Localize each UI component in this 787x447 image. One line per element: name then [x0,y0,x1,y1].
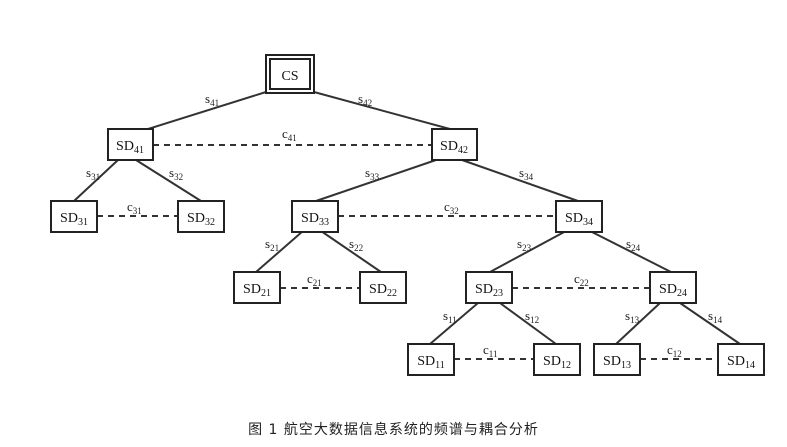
node-sd34: SD34 [555,200,603,233]
node-sd21: SD21 [233,271,281,304]
edge-label-s34: s34 [519,165,534,182]
edge-cs-sd41 [147,91,267,130]
edge-sd33-sd21 [255,230,304,273]
edge-sd23-sd12 [499,302,557,345]
coupling-label-c31: c31 [127,199,142,216]
svg-text:SD11: SD11 [417,354,445,371]
edge-label-s31: s31 [86,165,100,182]
node-sd41: SD41 [107,128,154,161]
edge-sd24-sd13 [615,302,661,345]
svg-text:SD22: SD22 [369,282,397,299]
svg-text:SD32: SD32 [187,211,215,228]
edge-sd34-sd24 [589,230,672,273]
svg-text:SD12: SD12 [543,354,571,371]
coupling-label-c22: c22 [574,271,589,288]
edge-label-s13: s13 [625,308,640,325]
coupling-label-c12: c12 [667,342,682,359]
coupling-label-c11: c11 [483,342,497,359]
edge-label-s24: s24 [626,236,641,253]
svg-text:SD23: SD23 [475,282,503,299]
root-node-inner-border [269,58,311,90]
edge-sd33-sd22 [320,230,382,273]
edge-label-s42: s42 [358,91,372,108]
svg-text:SD21: SD21 [243,282,271,299]
edge-labels: s41 s42 s31 s32 s33 s34 s21 s22 s23 s24 … [86,91,723,325]
coupling-label-c21: c21 [307,271,322,288]
svg-text:SD31: SD31 [60,211,88,228]
edge-label-s11: s11 [443,308,457,325]
edge-label-s14: s14 [708,308,723,325]
edge-label-s12: s12 [525,308,539,325]
edge-cs-sd42 [313,91,451,130]
coupling-label-c41: c41 [282,126,297,143]
edge-sd41-sd31 [73,159,119,202]
edge-label-s23: s23 [517,236,532,253]
node-sd11: SD11 [407,343,455,376]
node-sd12: SD12 [533,343,581,376]
edge-sd41-sd32 [135,159,202,202]
svg-text:SD24: SD24 [659,282,687,299]
node-sd22: SD22 [359,271,407,304]
edge-sd34-sd23 [489,230,567,273]
svg-text:SD34: SD34 [565,211,593,228]
root-node-label: CS [281,69,298,84]
coupling-labels: c41 c31 c32 c21 c22 c11 c12 [127,126,682,359]
node-sd14: SD14 [717,343,765,376]
root-node-outer-border [265,54,315,94]
node-sd32: SD32 [177,200,225,233]
svg-text:SD41: SD41 [116,139,144,156]
node-sd42: SD42 [431,128,478,161]
edge-sd23-sd11 [429,302,479,345]
coupling-lines [97,144,718,360]
node-sd24: SD24 [649,271,697,304]
edge-label-s32: s32 [169,165,183,182]
edge-label-s21: s21 [265,236,279,253]
edge-sd24-sd14 [679,302,741,345]
node-sd33: SD33 [291,200,339,233]
svg-text:SD13: SD13 [603,354,631,371]
svg-text:SD42: SD42 [440,139,468,156]
edge-sd42-sd33 [315,159,437,202]
node-sd31: SD31 [50,200,98,233]
edge-label-s22: s22 [349,236,363,253]
root-node-cs: CS [265,54,315,94]
edge-label-s41: s41 [205,91,219,108]
coupling-label-c32: c32 [444,199,459,216]
figure-caption: 图 1 航空大数据信息系统的频谱与耦合分析 [248,422,539,438]
node-sd23: SD23 [465,271,513,304]
tree-edges [73,91,741,345]
svg-text:SD14: SD14 [727,354,755,371]
svg-text:SD33: SD33 [301,211,329,228]
node-sd13: SD13 [593,343,641,376]
edge-sd42-sd34 [461,159,579,202]
edge-label-s33: s33 [365,165,380,182]
